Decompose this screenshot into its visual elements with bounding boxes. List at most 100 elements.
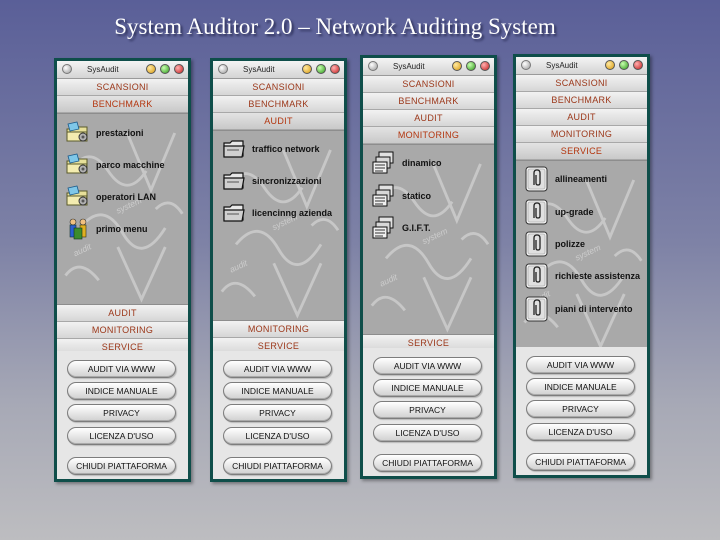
minimize-icon[interactable] (146, 64, 156, 74)
item-gift[interactable]: G.I.F.T. (371, 214, 431, 242)
item-statico[interactable]: statico (371, 182, 431, 210)
minimize-icon[interactable] (605, 60, 615, 70)
audit-via-www-button[interactable]: AUDIT VIA WWW (526, 356, 635, 374)
maximize-icon[interactable] (316, 64, 326, 74)
chiudi-piattaforma-button[interactable]: CHIUDI PIATTAFORMA (223, 457, 332, 475)
system-menu-icon[interactable] (62, 64, 72, 74)
close-icon[interactable] (480, 61, 490, 71)
maximize-icon[interactable] (160, 64, 170, 74)
licenza-uso-button[interactable]: LICENZA D'USO (223, 427, 332, 445)
title-bar[interactable]: SysAudit (516, 57, 647, 75)
item-prestazioni[interactable]: prestazioni (65, 119, 144, 147)
system-menu-icon[interactable] (218, 64, 228, 74)
paperclip-icon (524, 231, 550, 257)
privacy-button[interactable]: PRIVACY (526, 400, 635, 418)
button-area: AUDIT VIA WWW INDICE MANUALE PRIVACY LIC… (57, 351, 188, 479)
item-dinamico[interactable]: dinamico (371, 149, 442, 177)
item-traffico-network[interactable]: traffico network (221, 135, 320, 163)
paperclip-icon (524, 263, 550, 289)
indice-manuale-button[interactable]: INDICE MANUALE (373, 379, 482, 397)
window-title: SysAudit (546, 61, 578, 70)
menu-audit[interactable]: AUDIT (213, 113, 344, 130)
menu-scansioni[interactable]: SCANSIONI (57, 79, 188, 96)
close-icon[interactable] (633, 60, 643, 70)
maximize-icon[interactable] (619, 60, 629, 70)
privacy-button[interactable]: PRIVACY (223, 404, 332, 422)
folder-gear-icon (65, 120, 91, 146)
menu-audit[interactable]: AUDIT (363, 110, 494, 127)
licenza-uso-button[interactable]: LICENZA D'USO (526, 423, 635, 441)
menu-audit[interactable]: AUDIT (516, 109, 647, 126)
menu-monitoring[interactable]: MONITORING (213, 321, 344, 338)
chiudi-piattaforma-button[interactable]: CHIUDI PIATTAFORMA (526, 453, 635, 471)
sysaudit-window-benchmark: SysAudit SCANSIONI BENCHMARK prestazioni… (54, 58, 191, 482)
privacy-button[interactable]: PRIVACY (373, 401, 482, 419)
system-menu-icon[interactable] (368, 61, 378, 71)
benchmark-content: prestazioni parco macchine operatori LAN… (57, 113, 188, 305)
menu-monitoring[interactable]: MONITORING (516, 126, 647, 143)
page-title: System Auditor 2.0 – Network Auditing Sy… (114, 14, 556, 39)
item-label: G.I.F.T. (402, 223, 431, 233)
folder-gray-icon (221, 168, 247, 194)
close-icon[interactable] (330, 64, 340, 74)
menu-monitoring[interactable]: MONITORING (57, 322, 188, 339)
licenza-uso-button[interactable]: LICENZA D'USO (373, 424, 482, 442)
button-area: AUDIT VIA WWW INDICE MANUALE PRIVACY LIC… (363, 348, 494, 476)
service-content: allineamenti up-grade polizze richieste … (516, 160, 647, 352)
folder-gear-icon (65, 152, 91, 178)
folder-gear-icon (65, 184, 91, 210)
people-icon (65, 216, 91, 242)
paperclip-icon (524, 296, 550, 322)
menu-scansioni[interactable]: SCANSIONI (516, 75, 647, 92)
title-bar[interactable]: SysAudit (363, 58, 494, 76)
system-menu-icon[interactable] (521, 60, 531, 70)
item-sincronizzazioni[interactable]: sincronizzazioni (221, 167, 322, 195)
audit-via-www-button[interactable]: AUDIT VIA WWW (373, 357, 482, 375)
item-up-grade[interactable]: up-grade (524, 198, 594, 226)
item-piani-di-intervento[interactable]: piani di intervento (524, 295, 633, 323)
privacy-button[interactable]: PRIVACY (67, 404, 176, 422)
chiudi-piattaforma-button[interactable]: CHIUDI PIATTAFORMA (67, 457, 176, 475)
item-label: up-grade (555, 207, 594, 217)
item-label: dinamico (402, 158, 442, 168)
minimize-icon[interactable] (452, 61, 462, 71)
item-parco-macchine[interactable]: parco macchine (65, 151, 165, 179)
close-icon[interactable] (174, 64, 184, 74)
item-primo-menu[interactable]: primo menu (65, 215, 148, 243)
title-bar[interactable]: SysAudit (213, 61, 344, 79)
item-operatori-lan[interactable]: operatori LAN (65, 183, 156, 211)
window-title: SysAudit (393, 62, 425, 71)
item-licencinng-azienda[interactable]: licencinng azienda (221, 199, 332, 227)
minimize-icon[interactable] (302, 64, 312, 74)
menu-scansioni[interactable]: SCANSIONI (213, 79, 344, 96)
audit-via-www-button[interactable]: AUDIT VIA WWW (67, 360, 176, 378)
title-bar[interactable]: SysAudit (57, 61, 188, 79)
menu-service[interactable]: SERVICE (516, 143, 647, 160)
item-label: allineamenti (555, 174, 608, 184)
audit-via-www-button[interactable]: AUDIT VIA WWW (223, 360, 332, 378)
menu-benchmark[interactable]: BENCHMARK (363, 93, 494, 110)
documents-stack-icon (371, 215, 397, 241)
window-title: SysAudit (243, 65, 275, 74)
menu-benchmark[interactable]: BENCHMARK (516, 92, 647, 109)
chiudi-piattaforma-button[interactable]: CHIUDI PIATTAFORMA (373, 454, 482, 472)
item-label: richieste assistenza (555, 271, 641, 281)
menu-benchmark[interactable]: BENCHMARK (213, 96, 344, 113)
maximize-icon[interactable] (466, 61, 476, 71)
item-label: parco macchine (96, 160, 165, 170)
documents-stack-icon (371, 150, 397, 176)
menu-audit[interactable]: AUDIT (57, 305, 188, 322)
indice-manuale-button[interactable]: INDICE MANUALE (526, 378, 635, 396)
menu-scansioni[interactable]: SCANSIONI (363, 76, 494, 93)
folder-gray-icon (221, 136, 247, 162)
item-allineamenti[interactable]: allineamenti (524, 165, 607, 193)
item-richieste-assistenza[interactable]: richieste assistenza (524, 262, 640, 290)
indice-manuale-button[interactable]: INDICE MANUALE (67, 382, 176, 400)
indice-manuale-button[interactable]: INDICE MANUALE (223, 382, 332, 400)
menu-benchmark[interactable]: BENCHMARK (57, 96, 188, 113)
sysaudit-window-service: SysAudit SCANSIONI BENCHMARK AUDIT MONIT… (513, 54, 650, 478)
item-polizze[interactable]: polizze (524, 230, 585, 258)
monitoring-content: dinamico statico G.I.F.T. (363, 144, 494, 335)
licenza-uso-button[interactable]: LICENZA D'USO (67, 427, 176, 445)
menu-monitoring[interactable]: MONITORING (363, 127, 494, 144)
